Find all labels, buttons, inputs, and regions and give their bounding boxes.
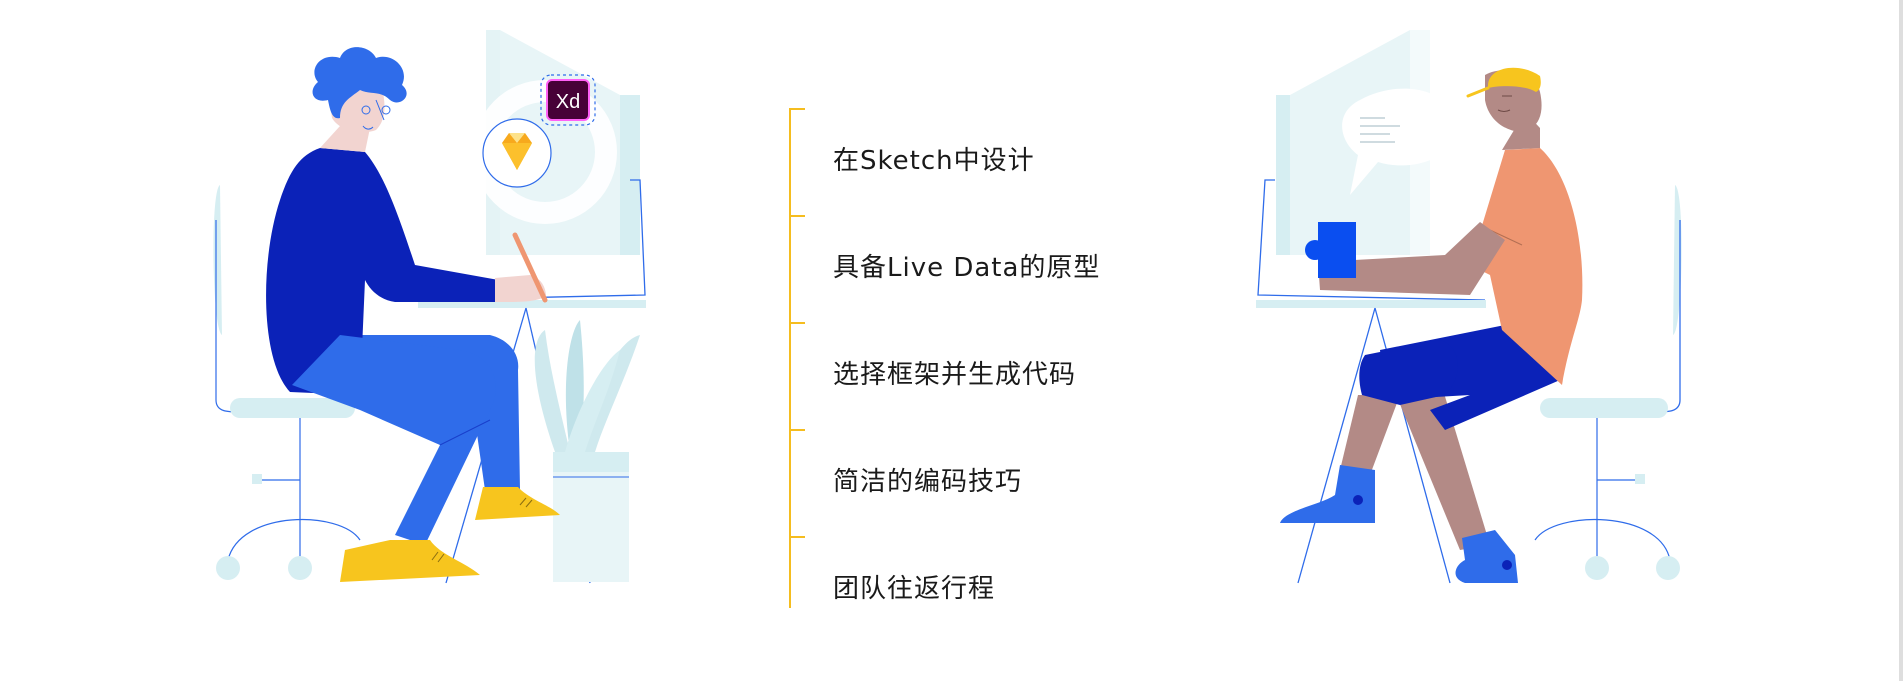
chat-bubble-icon: [1342, 88, 1455, 195]
step-label-team-roundtrip: 团队往返行程: [833, 574, 996, 604]
plant-icon: [534, 320, 640, 582]
adobe-xd-logo-icon: Xd: [540, 74, 596, 126]
timeline-tick: [789, 536, 805, 538]
chair-left: [213, 185, 361, 580]
right-developer-illustration: [1256, 30, 1682, 584]
step-label-generate-code: 选择框架并生成代码: [833, 360, 1077, 390]
developer-person-right: [1280, 67, 1583, 583]
left-designer-illustration: Xd: [213, 30, 646, 584]
xd-logo-text: Xd: [556, 91, 580, 113]
sketch-logo-icon: [482, 118, 552, 188]
chair-right: [1534, 185, 1682, 580]
timeline-tick: [789, 429, 805, 431]
timeline-tick: [789, 215, 805, 217]
feature-steps-list: 在Sketch中设计 具备Live Data的原型 选择框架并生成代码 简洁的编…: [788, 108, 1168, 610]
right-edge-divider: [1899, 0, 1903, 681]
timeline-tick: [789, 108, 805, 110]
step-label-design-in-sketch: 在Sketch中设计: [833, 146, 1035, 176]
timeline-tick: [789, 322, 805, 324]
step-label-live-data-prototype: 具备Live Data的原型: [833, 253, 1101, 283]
timeline-line: [789, 108, 791, 608]
designer-person-left: [266, 47, 560, 582]
coffee-mug-icon: [1305, 222, 1356, 278]
step-label-clean-code: 简洁的编码技巧: [833, 467, 1023, 497]
